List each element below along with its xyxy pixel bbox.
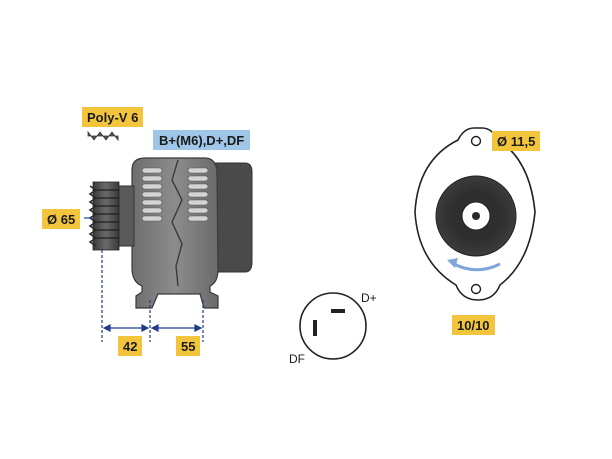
mount-hole-bottom — [470, 283, 482, 295]
clock-position-label: 10/10 — [452, 315, 495, 335]
rear-cover — [211, 162, 253, 273]
shaft — [472, 212, 480, 220]
poly-v-profile-icon — [87, 130, 119, 142]
dimension-55-label: 55 — [176, 336, 201, 356]
pulley-diameter-label: Ø 65 — [42, 209, 81, 229]
terminal-df-label: DF — [289, 352, 305, 366]
front-view — [414, 127, 536, 301]
housing-seam — [171, 159, 183, 287]
terminals-label: B+(M6),D+,DF — [153, 130, 251, 150]
cooling-slots-rear — [187, 167, 209, 222]
shaft-collar — [117, 185, 135, 247]
terminal-dplus-label: D+ — [361, 291, 377, 305]
mount-hole-top — [470, 135, 482, 147]
dimension-lines — [84, 217, 204, 342]
terminal-schematic — [299, 292, 367, 360]
dimension-42-label: 42 — [118, 336, 143, 356]
rotation-arrow-icon — [451, 261, 501, 272]
mount-hole-diameter-label: Ø 11,5 — [492, 131, 541, 151]
pulley — [88, 181, 120, 251]
side-view — [87, 130, 253, 309]
belt-type-label: Poly-V 6 — [82, 107, 144, 127]
cooling-slots-front — [141, 167, 163, 222]
